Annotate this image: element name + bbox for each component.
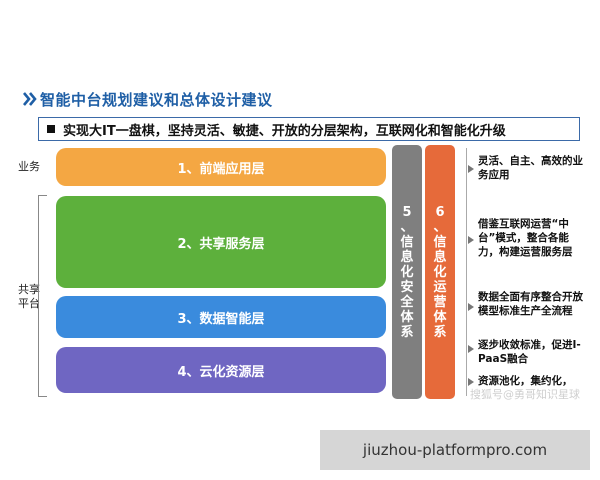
- layer-label: 3、数据智能层: [177, 311, 265, 327]
- double-chevron-icon: [22, 89, 40, 109]
- layer-data-intelligence: 3、数据智能层: [56, 296, 386, 338]
- column-char: 信: [433, 234, 447, 250]
- layer-label: 2、共享服务层: [177, 236, 265, 252]
- arrow-right-icon: [468, 345, 474, 353]
- note-data: 数据全面有序整合开放模型标准生产全流程: [478, 291, 583, 317]
- column-char: 运: [433, 279, 447, 295]
- column-char: 信: [400, 234, 414, 250]
- column-char: 化: [400, 264, 414, 280]
- shared-platform-bracket: [38, 195, 47, 397]
- column-char: 全: [400, 294, 414, 310]
- column-char: 体: [433, 309, 447, 325]
- layer-label: 4、云化资源层: [177, 364, 265, 380]
- column-char: 、: [433, 219, 447, 235]
- footer-url-bar: jiuzhou-platformpro.com: [320, 430, 590, 470]
- note-standards: 逐步收敛标准，促进I-PaaS融合: [478, 339, 581, 365]
- column-char: 、: [400, 219, 414, 235]
- arrow-right-icon: [468, 165, 474, 173]
- column-security-system: 5 、 信 息 化 安 全 体 系: [392, 145, 422, 399]
- arrow-right-icon: [468, 236, 474, 244]
- shared-label-line1: 共享: [18, 283, 40, 296]
- shared-platform-label: 共享 平台: [14, 283, 44, 311]
- arrow-right-icon: [468, 378, 474, 386]
- summary-banner-text: 实现大IT一盘棋，坚持灵活、敏捷、开放的分层架构，互联网化和智能化升级: [63, 123, 506, 139]
- column-char: 化: [433, 264, 447, 280]
- column-char: 息: [400, 249, 414, 265]
- page-title-row: 智能中台规划建议和总体设计建议: [22, 88, 273, 110]
- square-bullet-icon: [47, 125, 55, 133]
- arrow-right-icon: [468, 303, 474, 311]
- layer-frontend-application: 1、前端应用层: [56, 148, 386, 186]
- business-label: 业务: [18, 160, 40, 173]
- column-char: 5: [402, 204, 412, 220]
- layer-shared-services: 2、共享服务层: [56, 196, 386, 288]
- note-shared-services: 借鉴互联网运营“中台”模式，整合各能力，构建运营服务层: [478, 218, 573, 258]
- column-char: 系: [433, 324, 447, 340]
- column-operations-system: 6 、 信 息 化 运 营 体 系: [425, 145, 455, 399]
- column-char: 6: [435, 204, 445, 220]
- column-char: 营: [433, 294, 447, 310]
- note-frontend: 灵活、自主、高效的业务应用: [478, 155, 583, 181]
- footer-url: jiuzhou-platformpro.com: [362, 441, 548, 459]
- note-resources: 资源池化，集约化，: [478, 375, 573, 387]
- column-char: 系: [400, 324, 414, 340]
- summary-banner: 实现大IT一盘棋，坚持灵活、敏捷、开放的分层架构，互联网化和智能化升级: [38, 117, 580, 141]
- watermark-text: 搜狐号@勇哥知识星球: [470, 388, 580, 401]
- page-title: 智能中台规划建议和总体设计建议: [40, 90, 273, 109]
- column-char: 体: [400, 309, 414, 325]
- layer-label: 1、前端应用层: [177, 161, 265, 177]
- layer-cloud-resources: 4、云化资源层: [56, 347, 386, 393]
- notes-bracket: [466, 148, 475, 396]
- column-char: 息: [433, 249, 447, 265]
- column-char: 安: [400, 279, 414, 295]
- shared-label-line2: 平台: [18, 297, 40, 310]
